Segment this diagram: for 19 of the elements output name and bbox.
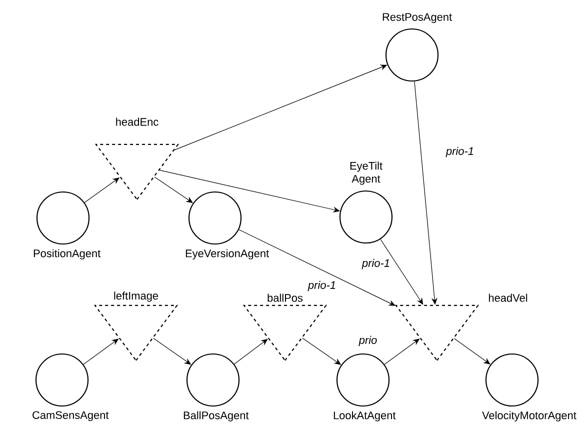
edge-label: prio-1 <box>445 146 476 158</box>
arrow <box>380 238 424 305</box>
agent-name: leftImage <box>114 292 158 302</box>
arrow <box>454 338 490 364</box>
agent-name: VelocityMotorAgent <box>482 411 576 422</box>
agent-name: BallPosAgent <box>184 411 249 422</box>
edge-label: prio <box>358 334 378 348</box>
agent-name: RestPosAgent <box>382 13 452 23</box>
agent-name: ballPos <box>268 294 303 302</box>
agent-name: CamSensAgent <box>32 411 109 422</box>
agent-name: headVel <box>488 294 528 302</box>
agent-name: LookAtAgent <box>334 411 396 422</box>
agent-name: headEnc <box>116 118 158 126</box>
arrow <box>234 338 268 364</box>
edge-label: prio-1 <box>307 280 338 292</box>
agent-name: EyeTilt Agent <box>350 162 382 185</box>
agent-name: EyeVersionAgent <box>186 249 269 260</box>
edge-label: prio-1 <box>361 258 392 270</box>
agent-name: PositionAgent <box>34 249 101 260</box>
